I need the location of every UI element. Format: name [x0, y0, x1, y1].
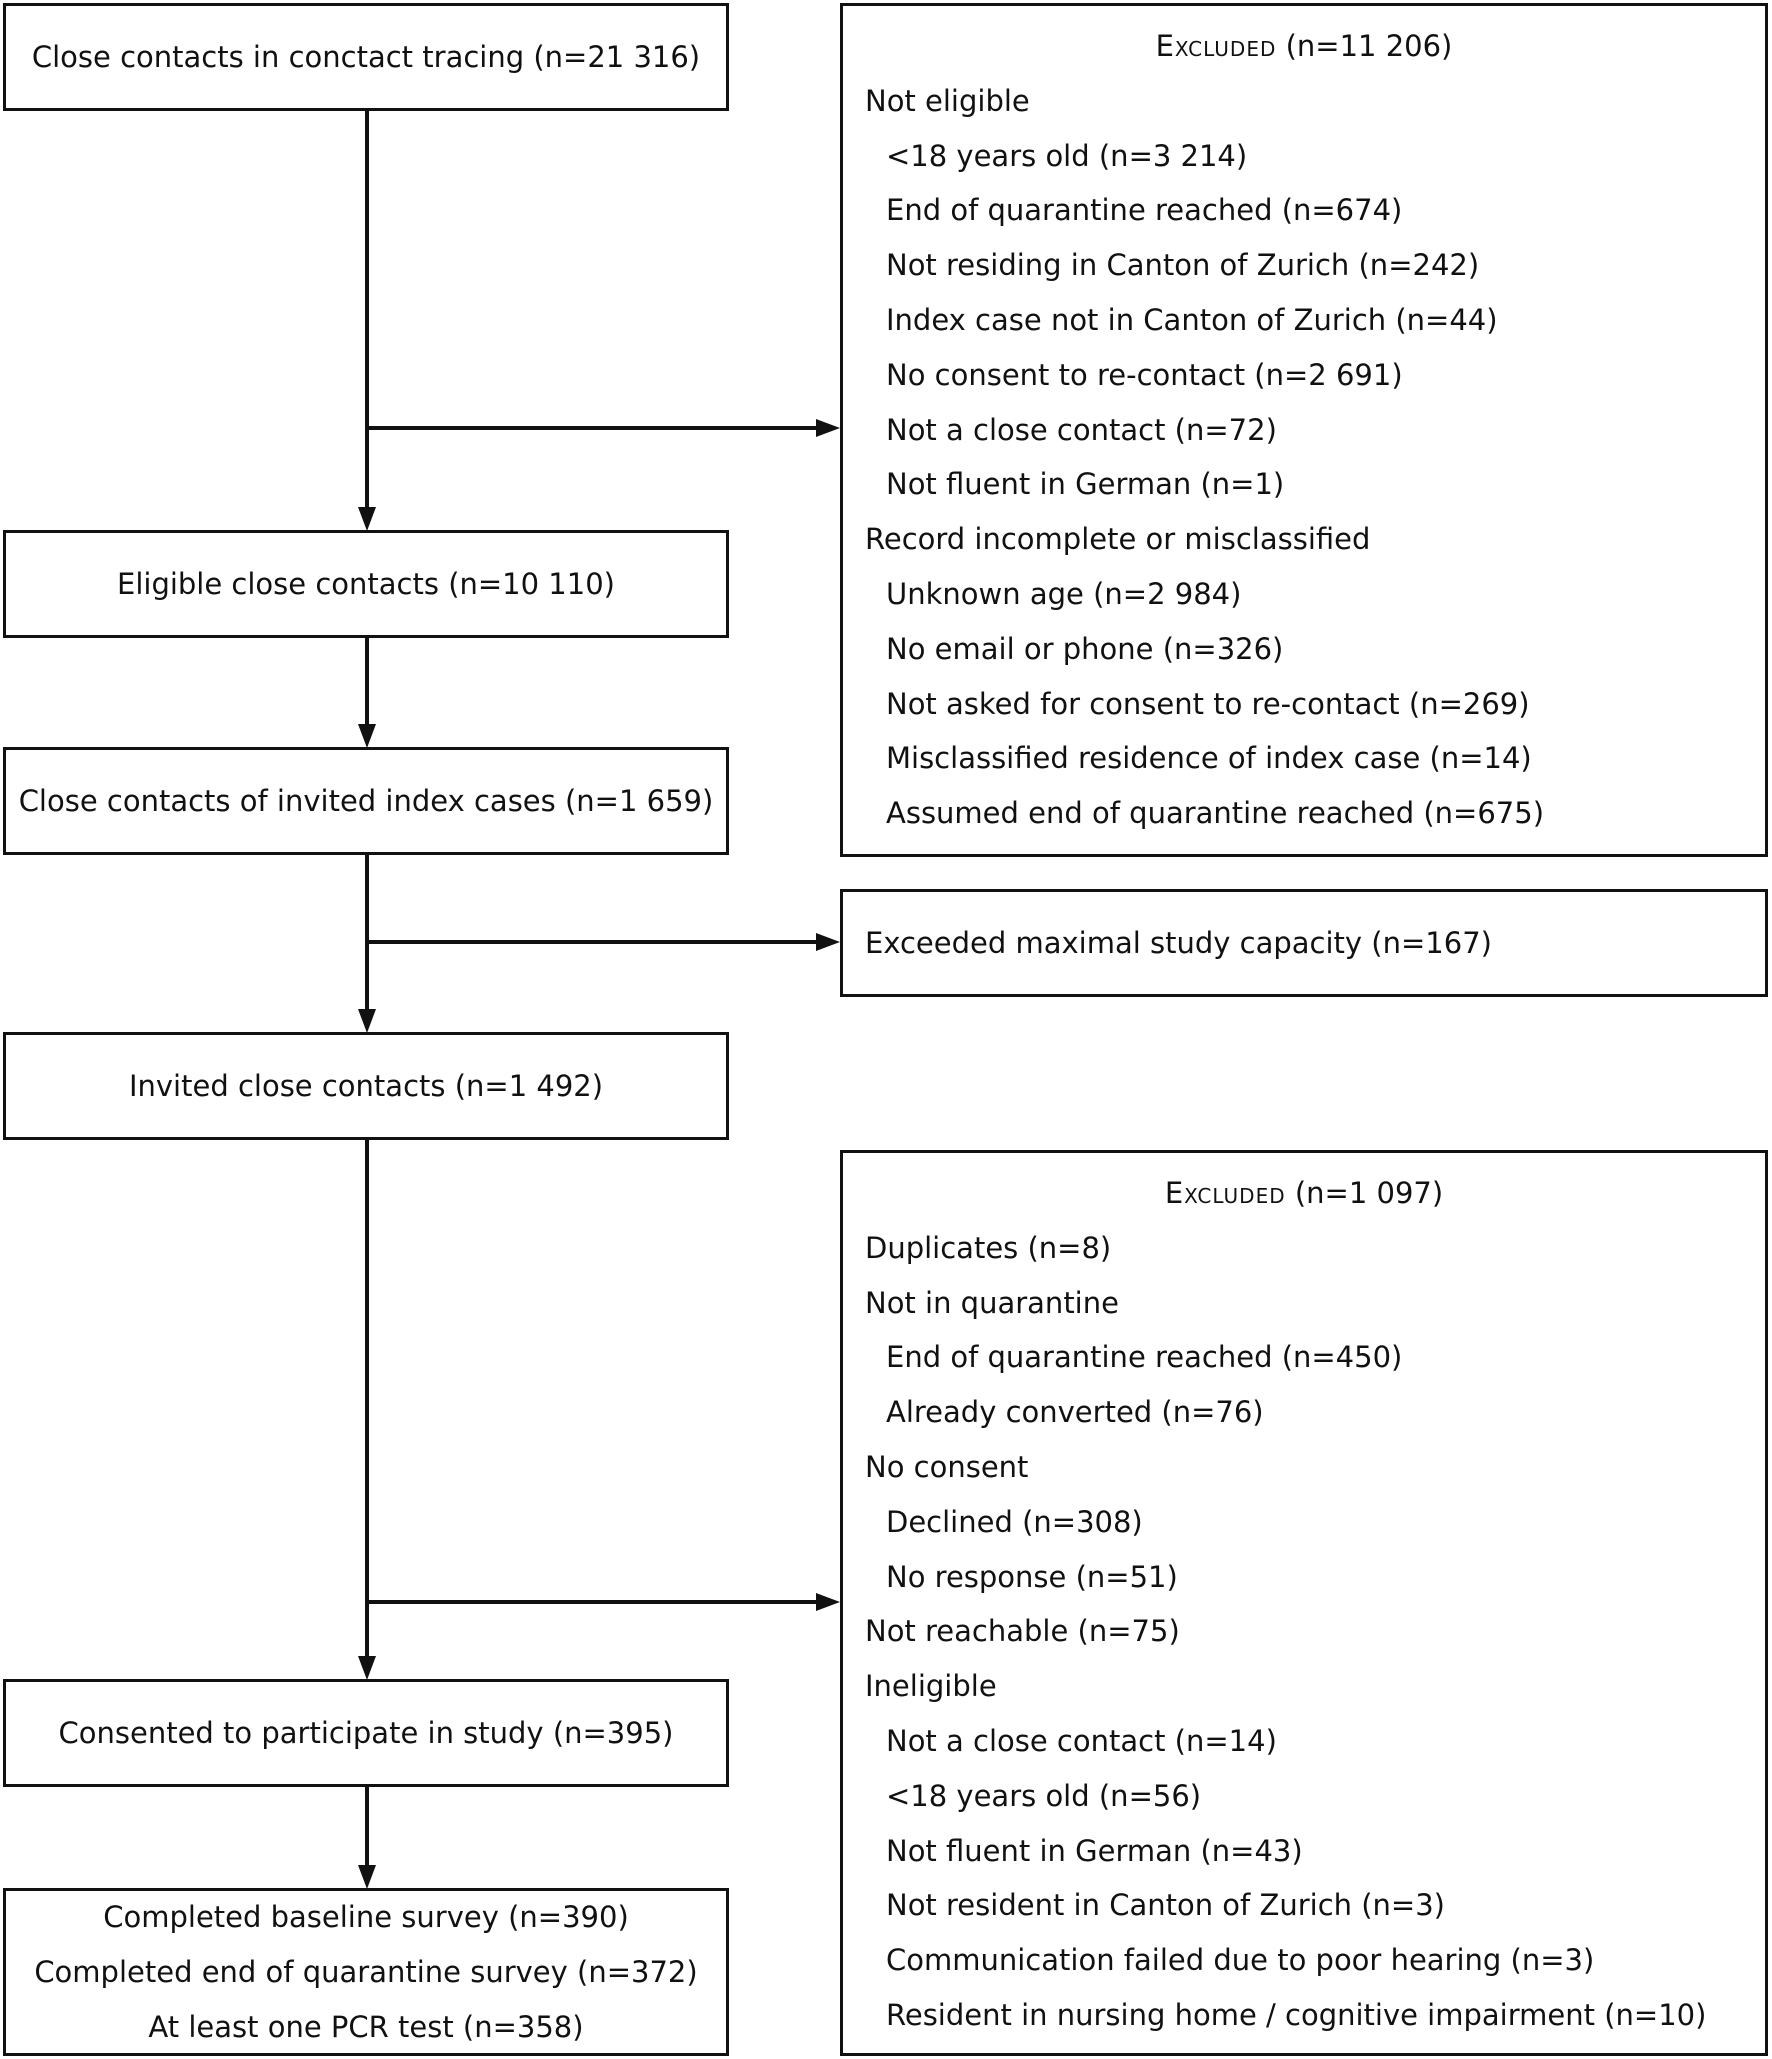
arrowhead-down [358, 724, 376, 748]
arrowhead-down [358, 1656, 376, 1680]
excluded-header: Excluded (n=11 206) [865, 19, 1765, 74]
exclusion-item: No response (n=51) [886, 1559, 1178, 1594]
connector-line [365, 111, 369, 507]
excluded-box-2: Excluded (n=1 097) Duplicates (n=8) Not … [840, 1150, 1768, 2056]
box-text: Completed end of quarantine survey (n=37… [34, 1954, 698, 1989]
box-invited-index: Close contacts of invited index cases (n… [3, 747, 729, 855]
exclusion-item: End of quarantine reached (n=450) [886, 1340, 1403, 1375]
exclusion-item: No consent to re-contact (n=2 691) [886, 357, 1403, 392]
exclusion-category: No consent [865, 1449, 1029, 1484]
connector-line [365, 1787, 369, 1865]
exclusion-item: Communication failed due to poor hearing… [886, 1943, 1595, 1978]
capacity-text: Exceeded maximal study capacity (n=167) [865, 925, 1492, 960]
capacity-box: Exceeded maximal study capacity (n=167) [840, 889, 1768, 997]
exclusion-item: Misclassified residence of index case (n… [886, 741, 1532, 776]
exclusion-item: Not a close contact (n=72) [886, 412, 1277, 447]
exclusion-category: Record incomplete or misclassified [865, 522, 1371, 557]
exclusion-item: Not fluent in German (n=1) [886, 467, 1285, 502]
exclusion-item: Not a close contact (n=14) [886, 1723, 1277, 1758]
exclusion-item: Not resident in Canton of Zurich (n=3) [886, 1888, 1446, 1923]
exclusion-item: Index case not in Canton of Zurich (n=44… [886, 302, 1498, 337]
exclusion-item: Not fluent in German (n=43) [886, 1833, 1303, 1868]
box-close-contacts: Close contacts in conctact tracing (n=21… [3, 3, 729, 111]
excluded-box-1: Excluded (n=11 206) Not eligible <18 yea… [840, 3, 1768, 857]
exclusion-item: Assumed end of quarantine reached (n=675… [886, 796, 1545, 831]
arrowhead-right [816, 419, 840, 437]
exclusion-item: No email or phone (n=326) [886, 631, 1284, 666]
excluded-count: (n=1 097) [1294, 1176, 1444, 1210]
exclusion-item: End of quarantine reached (n=674) [886, 193, 1403, 228]
box-text: Close contacts of invited index cases (n… [18, 783, 714, 818]
arrowhead-right [816, 1593, 840, 1611]
box-text: Completed baseline survey (n=390) [103, 1899, 629, 1934]
connector-line [365, 638, 369, 724]
exclusion-item: Unknown age (n=2 984) [886, 576, 1242, 611]
box-text: Close contacts in conctact tracing (n=21… [31, 39, 701, 74]
exclusion-item: Declined (n=308) [886, 1504, 1143, 1539]
box-text: At least one PCR test (n=358) [148, 2009, 584, 2044]
connector-line [365, 855, 369, 1009]
exclusion-category: Not in quarantine [865, 1285, 1119, 1320]
arrowhead-down [358, 1009, 376, 1033]
box-eligible: Eligible close contacts (n=10 110) [3, 530, 729, 638]
exclusion-item: Already converted (n=76) [886, 1395, 1264, 1430]
exclusion-category: Not eligible [865, 83, 1030, 118]
box-outcomes: Completed baseline survey (n=390) Comple… [3, 1888, 729, 2056]
excluded-header: Excluded (n=1 097) [865, 1166, 1765, 1221]
branch-line [367, 426, 817, 430]
arrowhead-down [358, 507, 376, 531]
arrowhead-right [816, 933, 840, 951]
exclusion-item: Resident in nursing home / cognitive imp… [886, 1997, 1707, 2032]
arrowhead-down [358, 1865, 376, 1889]
box-consented: Consented to participate in study (n=395… [3, 1679, 729, 1787]
box-text: Eligible close contacts (n=10 110) [117, 566, 615, 601]
excluded-title: Excluded [1155, 29, 1277, 63]
connector-line [365, 1140, 369, 1656]
exclusion-item: Not residing in Canton of Zurich (n=242) [886, 248, 1480, 283]
exclusion-category: Duplicates (n=8) [865, 1230, 1112, 1265]
box-text: Invited close contacts (n=1 492) [128, 1068, 604, 1103]
branch-line [367, 1600, 817, 1604]
exclusion-item: Not asked for consent to re-contact (n=2… [886, 686, 1530, 721]
box-invited-contacts: Invited close contacts (n=1 492) [3, 1032, 729, 1140]
exclusion-item: <18 years old (n=56) [886, 1778, 1202, 1813]
box-text: Consented to participate in study (n=395… [58, 1715, 674, 1750]
excluded-count: (n=11 206) [1285, 29, 1453, 63]
exclusion-category: Not reachable (n=75) [865, 1614, 1180, 1649]
exclusion-item: <18 years old (n=3 214) [886, 138, 1248, 173]
excluded-title: Excluded [1164, 1176, 1286, 1210]
branch-line [367, 940, 817, 944]
exclusion-category: Ineligible [865, 1669, 997, 1704]
